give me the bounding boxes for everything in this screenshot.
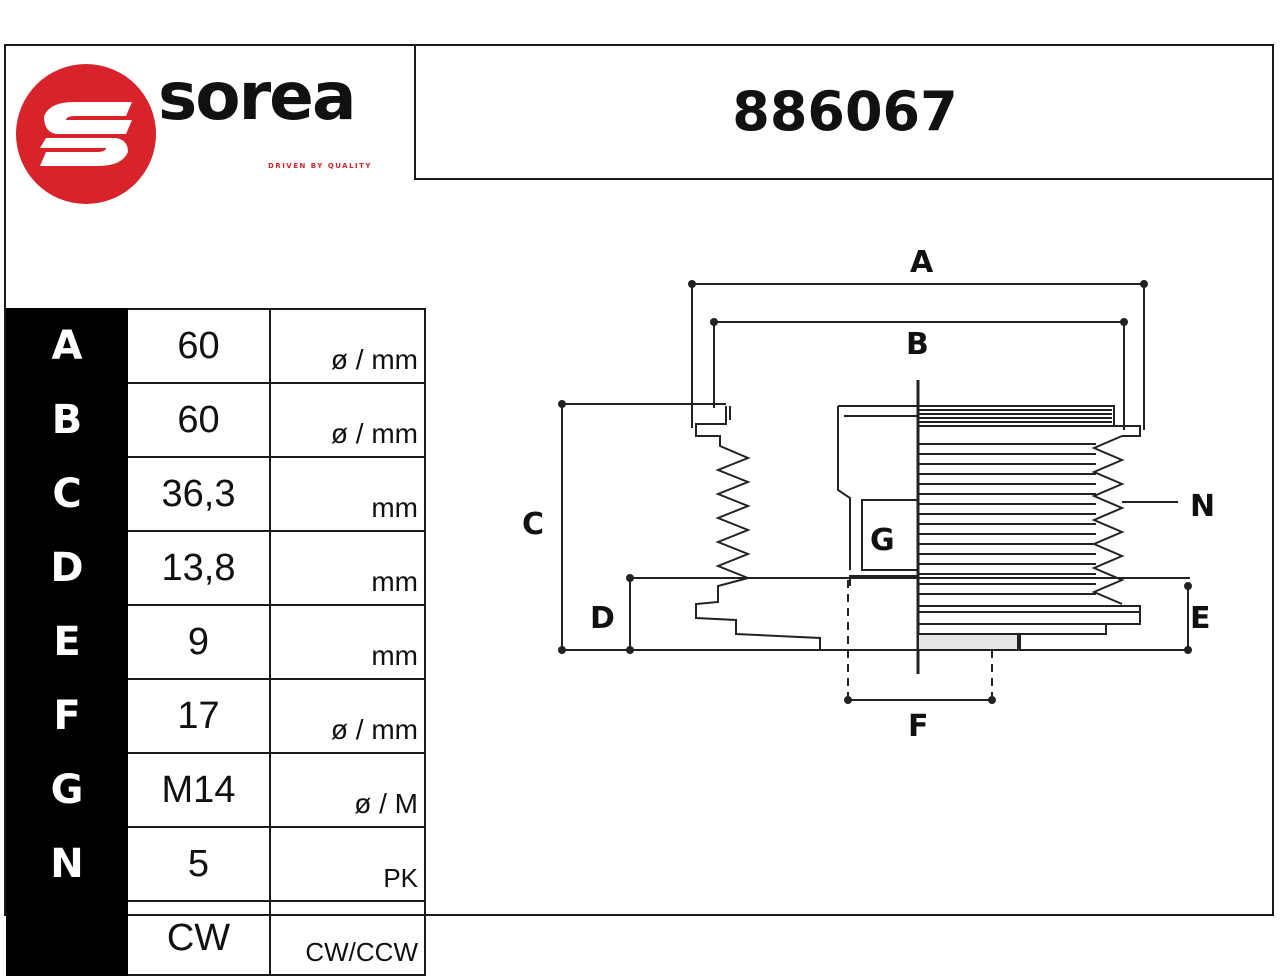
label-b: B <box>906 327 929 362</box>
spec-key: D <box>6 530 128 606</box>
label-n: N <box>1190 489 1215 524</box>
spec-value: 60 <box>126 382 271 458</box>
spec-row: E 9 mm <box>6 604 426 680</box>
spec-key <box>6 900 128 976</box>
spec-key: G <box>6 752 128 828</box>
sorea-s-emblem-icon <box>16 64 156 204</box>
spec-key: N <box>6 826 128 902</box>
header-divider-horizontal <box>414 178 1274 180</box>
label-g: G <box>870 523 895 558</box>
header-divider-vertical <box>414 44 416 180</box>
spec-row: C 36,3 mm <box>6 456 426 532</box>
spec-table: A 60 ø / mm B 60 ø / mm C 36,3 mm D 13,8… <box>6 308 426 976</box>
spec-row: F 17 ø / mm <box>6 678 426 754</box>
label-f: F <box>908 709 929 744</box>
spec-value: CW <box>126 900 271 976</box>
label-c: C <box>522 507 544 542</box>
spec-unit: ø / mm <box>269 382 426 458</box>
spec-key: F <box>6 678 128 754</box>
spec-unit: ø / mm <box>269 308 426 384</box>
label-d: D <box>590 601 615 636</box>
spec-value: 17 <box>126 678 271 754</box>
part-number: 886067 <box>732 80 958 143</box>
frame-bottom-border <box>4 914 1274 916</box>
frame-left-border <box>4 44 6 916</box>
spec-unit: PK <box>269 826 426 902</box>
frame-right-border <box>1272 44 1274 916</box>
spec-value: M14 <box>126 752 271 828</box>
spec-unit: CW/CCW <box>269 900 426 976</box>
spec-unit: mm <box>269 456 426 532</box>
spec-key: A <box>6 308 128 384</box>
spec-value: 13,8 <box>126 530 271 606</box>
spec-value: 60 <box>126 308 271 384</box>
spec-key: E <box>6 604 128 680</box>
label-a: A <box>910 245 934 280</box>
spec-value: 36,3 <box>126 456 271 532</box>
spec-unit: ø / M <box>269 752 426 828</box>
spec-row: CW CW/CCW <box>6 900 426 976</box>
spec-unit: mm <box>269 604 426 680</box>
spec-row: D 13,8 mm <box>6 530 426 606</box>
spec-row: A 60 ø / mm <box>6 308 426 384</box>
spec-key: B <box>6 382 128 458</box>
spec-value: 5 <box>126 826 271 902</box>
spec-value: 9 <box>126 604 271 680</box>
brand-name: sorea <box>158 58 356 135</box>
label-e: E <box>1190 601 1211 636</box>
spec-row: B 60 ø / mm <box>6 382 426 458</box>
spec-key: C <box>6 456 128 532</box>
spec-unit: mm <box>269 530 426 606</box>
pulley-technical-drawing: A B C D E F G N <box>522 245 1215 744</box>
spec-row: N 5 PK <box>6 826 426 902</box>
spec-row: G M14 ø / M <box>6 752 426 828</box>
brand-tagline: DRIVEN BY QUALITY <box>268 162 373 170</box>
spec-unit: ø / mm <box>269 678 426 754</box>
frame-top-border <box>4 44 1274 46</box>
